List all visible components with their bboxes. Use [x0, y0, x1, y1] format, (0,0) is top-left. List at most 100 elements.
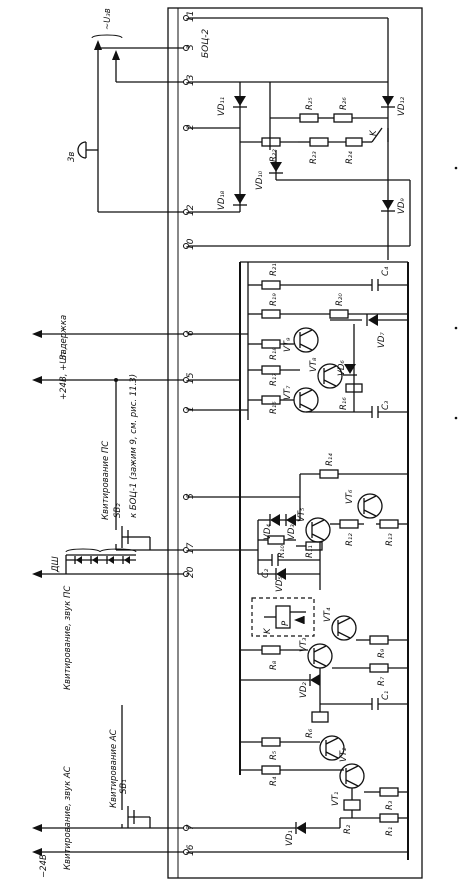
diode-vd9: VD₉ [381, 198, 407, 214]
buzzer-output: ~U₃в 3в [67, 8, 184, 213]
svg-text:~U₃в: ~U₃в [103, 8, 113, 30]
terminal-2: 2 [183, 124, 196, 131]
block-frame [167, 7, 423, 879]
svg-text:R₂₆: R₂₆ [339, 97, 349, 110]
resistor-r7: R₇ [332, 663, 408, 686]
signal-ack-sound-ps: Квитирование, звук ПС [32, 570, 184, 690]
terminal-15: 15 [183, 372, 196, 384]
diode-array-dsh: ДШ [51, 548, 137, 574]
resistor-r13: R₁₃ [376, 519, 408, 546]
svg-text:R₂₀: R₂₀ [335, 293, 345, 306]
svg-text:VD₄: VD₄ [263, 524, 273, 540]
resistor-r16: R₁₆ [339, 383, 363, 410]
signal-supply-negative: −24В [32, 848, 184, 878]
resistor-r9: R₉ [356, 635, 408, 658]
svg-text:Задержка: Задержка [59, 315, 69, 360]
svg-text:R₂₂: R₂₂ [269, 149, 279, 162]
svg-text:P: P [281, 620, 291, 626]
svg-text:Квитирование, звук ПС: Квитирование, звук ПС [63, 586, 73, 690]
resistor-r22: R₂₂ [240, 137, 298, 162]
svg-text:R₁₀: R₁₀ [277, 545, 287, 558]
svg-text:VD₁₀: VD₁₀ [255, 170, 265, 190]
svg-text:VD₁: VD₁ [285, 830, 295, 846]
svg-text:K: K [369, 129, 379, 136]
svg-text:VT₅: VT₅ [297, 507, 307, 522]
svg-text:VT₈: VT₈ [309, 357, 319, 372]
svg-text:VT₄: VT₄ [323, 607, 333, 622]
svg-text:SB₁: SB₁ [119, 779, 129, 794]
svg-text:C₁: C₁ [381, 691, 391, 700]
svg-text:R₁₄: R₁₄ [325, 453, 335, 466]
resistor-r11: R₁₁ [296, 541, 323, 558]
resistor-r4: R₄ [240, 765, 344, 786]
terminal-5: 5 [183, 493, 196, 500]
diode-vd6: VD₆ [337, 360, 357, 376]
svg-text:6: 6 [186, 330, 196, 336]
internal-rails [189, 261, 409, 860]
svg-text:R₁₂: R₁₂ [345, 533, 355, 546]
svg-text:R₄: R₄ [269, 776, 279, 786]
svg-text:Квитирование ПС: Квитирование ПС [101, 441, 111, 520]
svg-text:17: 17 [186, 542, 196, 554]
block-label: БОЦ-2 [201, 29, 211, 58]
transistor-vt8: VT₈ [309, 357, 343, 389]
relay-k-p: K P [251, 597, 315, 637]
transistor-vt7: VT₇ [283, 385, 319, 413]
svg-text:R₁₃: R₁₃ [385, 533, 395, 546]
terminal-20: 20 [183, 566, 196, 578]
svg-text:Квитирование, звук АС: Квитирование, звук АС [63, 766, 73, 870]
svg-text:11: 11 [186, 11, 196, 22]
svg-text:VD₁₂: VD₁₂ [397, 96, 407, 116]
diode-vd12: VD₁₂ [381, 96, 407, 116]
switch-sb2: SB₂ [113, 503, 136, 550]
diode-vd10: VD₁₀ [255, 162, 283, 190]
diode-vd3: VD₃ [285, 514, 297, 540]
svg-text:R₃: R₃ [385, 800, 395, 810]
svg-text:12: 12 [186, 204, 196, 216]
svg-text:R₁₇: R₁₇ [269, 373, 279, 386]
terminal-16: 16 [183, 844, 196, 856]
svg-text:2: 2 [186, 124, 196, 130]
transistor-vt3: VT₃ [299, 637, 333, 669]
lower-group: VT₄ R₉ R₈ VT₃ R₇ [189, 607, 408, 846]
svg-text:к БОЦ-1 (зажим 9, см. рис. 11.: к БОЦ-1 (зажим 9, см. рис. 11.3) [129, 374, 139, 518]
svg-text:VD₇: VD₇ [377, 332, 387, 348]
resistor-r20: R₂₀ [306, 293, 408, 319]
middle-group: R₁₄ VT₆ VT₅ R₁₂ [189, 453, 408, 592]
terminal-13: 13 [183, 74, 196, 86]
svg-text:+24В, +Uп: +24В, +Uп [59, 351, 69, 400]
resistor-r18: R₁₈ [248, 339, 294, 360]
terminal-11: 11 [183, 11, 196, 22]
svg-text:VD₃: VD₃ [287, 524, 297, 540]
svg-text:R₉: R₉ [377, 648, 387, 658]
svg-text:R₅: R₅ [269, 750, 279, 760]
svg-text:VT₆: VT₆ [345, 489, 355, 504]
svg-text:VT₁: VT₁ [331, 792, 341, 806]
signal-delay: Задержка [32, 315, 184, 360]
resistor-r19: R₁₉ [248, 293, 306, 319]
transistor-vt2: VT₂ [319, 735, 349, 762]
terminal-17: 17 [183, 542, 196, 554]
svg-text:VD₉: VD₉ [397, 198, 407, 214]
svg-text:R₇: R₇ [377, 676, 387, 686]
resistor-r24: R₂₄ [345, 137, 372, 164]
svg-text:VD₁₈: VD₁₈ [217, 190, 227, 210]
capacitor-c1: C₁ [320, 691, 408, 710]
svg-text:16: 16 [186, 844, 196, 856]
resistor-r5: R₅ [240, 737, 320, 760]
svg-text:VD₅: VD₅ [275, 576, 285, 592]
svg-text:R₂₄: R₂₄ [345, 151, 355, 164]
svg-text:VT₃: VT₃ [299, 637, 309, 652]
resistor-r10: R₁₀ [258, 535, 296, 558]
svg-text:R₂₅: R₂₅ [305, 97, 315, 110]
svg-text:SB₂: SB₂ [113, 503, 123, 518]
resistor-r6: R₆ [305, 711, 329, 738]
svg-text:R₁: R₁ [385, 827, 395, 836]
svg-text:VD₂: VD₂ [299, 682, 309, 698]
terminal-7: 7 [183, 824, 196, 831]
svg-text:C₄: C₄ [381, 266, 391, 276]
svg-text:C₃: C₃ [381, 400, 391, 410]
signal-ack-ps: Квитирование ПС SB₂ к БОЦ-1 (зажим 9, см… [101, 374, 184, 551]
diode-vd4: VD₄ [258, 514, 300, 540]
svg-text:R₂₁: R₂₁ [269, 263, 279, 276]
